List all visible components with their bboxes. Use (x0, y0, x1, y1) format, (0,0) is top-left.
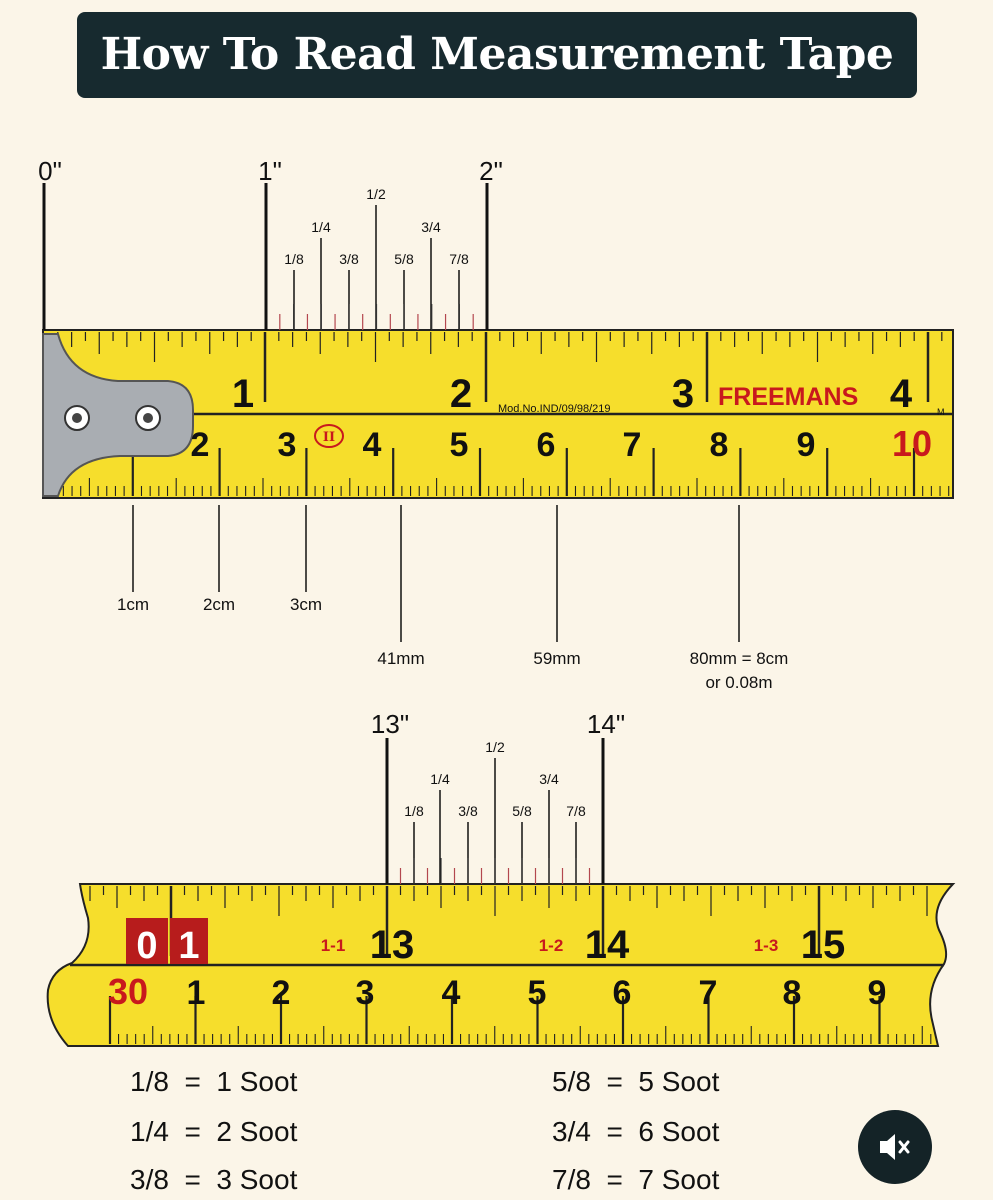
tape-2-cm-number: 7 (699, 974, 718, 1012)
legend-row: 7/8 = 7 Soot (552, 1164, 720, 1195)
brand-name: FREEMANS (718, 383, 858, 411)
tape-2-cm-number: 6 (613, 974, 632, 1012)
fraction-label: 7/8 (449, 251, 469, 267)
tape-1-cm-number: 3 (278, 426, 297, 464)
tape-2-cm-number: 2 (272, 974, 291, 1012)
start-box-1 (170, 918, 208, 964)
tape-1-ticks (44, 332, 950, 496)
callout-label: 1cm (117, 595, 149, 614)
tape-end-hook (42, 333, 194, 497)
tape-2-ticks (89, 886, 932, 1044)
speaker-muted-icon (880, 1134, 910, 1160)
fraction-label: 5/8 (512, 803, 532, 819)
tape-1-cm-number: 4 (363, 426, 382, 464)
fraction-label: 1/2 (366, 186, 386, 202)
hook-rivet-1-center (72, 413, 82, 423)
tape-2-cm-number: 5 (528, 974, 547, 1012)
fraction-label: 1/4 (430, 771, 450, 787)
callout-label: or 0.08m (705, 673, 772, 692)
fraction-label: 1/8 (284, 251, 304, 267)
start-box-digit: 0 (136, 925, 157, 967)
tape-2-inch-number: 14 (585, 923, 630, 967)
fraction-label: 5/8 (394, 251, 414, 267)
fraction-label: 1/8 (404, 803, 424, 819)
tape-1-badge: II (323, 430, 335, 445)
tape-2-sixteenth-ticks (399, 858, 591, 884)
legend-row: 3/8 = 3 Soot (130, 1164, 298, 1195)
callout-label: 80mm = 8cm (690, 649, 789, 668)
tape-1-badge-ring (314, 424, 344, 448)
tape-2-cm-number: 9 (868, 974, 887, 1012)
tape-1: 1 2 3 4 Mod.No.IND/09/98/219 FREEMANS M … (38, 156, 954, 692)
tape-1-cm-number: 7 (623, 426, 642, 464)
callout-label: 3cm (290, 595, 322, 614)
fraction-label: 1/4 (311, 219, 331, 235)
tape-2-inch-number: 15 (801, 923, 846, 967)
fraction-label: 1/2 (485, 739, 505, 755)
fraction-label: 3/4 (421, 219, 441, 235)
fraction-label: 3/8 (339, 251, 359, 267)
tape-1-cm-number: 6 (537, 426, 556, 464)
model-number: Mod.No.IND/09/98/219 (498, 403, 611, 415)
fraction-label: 3/4 (539, 771, 559, 787)
callout-label: 41mm (377, 649, 424, 668)
callout-label: 2cm (203, 595, 235, 614)
tape-2-inch-number: 13 (370, 923, 415, 967)
inch-label: 14" (587, 709, 625, 739)
tape-2: 0 1 1-1 13 1-2 14 1-3 15 30 1 2 3 4 5 6 … (46, 709, 956, 1047)
mute-button[interactable] (858, 1110, 932, 1184)
callout-label: 59mm (533, 649, 580, 668)
tape-2-cm-number: 1 (187, 974, 206, 1012)
tape-2-cm-number: 4 (442, 974, 461, 1012)
start-box-0 (126, 918, 168, 964)
start-box-digit: 1 (178, 925, 199, 967)
hook-rivet-2-center (143, 413, 153, 423)
tape-1-cm-number: 9 (797, 426, 816, 464)
legend-row: 1/4 = 2 Soot (130, 1116, 298, 1147)
legend-row: 3/4 = 6 Soot (552, 1116, 720, 1147)
legend-row: 1/8 = 1 Soot (130, 1066, 298, 1097)
tape-1-sixteenth-ticks (279, 304, 474, 330)
fraction-label: 7/8 (566, 803, 586, 819)
foot-mark: 1-2 (539, 936, 564, 955)
tape-2-cm-number: 8 (783, 974, 802, 1012)
tape-1-cm-number: 5 (450, 426, 469, 464)
tape-1-inch-number: 1 (232, 372, 254, 416)
inch-label: 0" (38, 156, 62, 186)
tape-1-inch-number: 2 (450, 372, 472, 416)
brand-backdrop (709, 378, 879, 412)
fraction-label: 3/8 (458, 803, 478, 819)
tape-1-inch-number: 3 (672, 372, 694, 416)
tape-2-cm-number: 3 (356, 974, 375, 1012)
foot-mark: 1-1 (321, 936, 346, 955)
tape-1-edge-text: M (937, 407, 945, 417)
legend-row: 5/8 = 5 Soot (552, 1066, 720, 1097)
page-title: How To Read Measurement Tape (77, 12, 917, 98)
tape-2-cm-number: 30 (108, 971, 148, 1012)
tape-1-cm-number: 10 (892, 423, 932, 464)
tape-1-cm-number: 8 (710, 426, 729, 464)
tape-1-inch-number: 4 (890, 372, 913, 416)
inch-label: 1" (258, 156, 282, 186)
inch-label: 13" (371, 709, 409, 739)
foot-mark: 1-3 (754, 936, 779, 955)
inch-label: 2" (479, 156, 503, 186)
tape-1-cm-number: 2 (191, 426, 210, 464)
